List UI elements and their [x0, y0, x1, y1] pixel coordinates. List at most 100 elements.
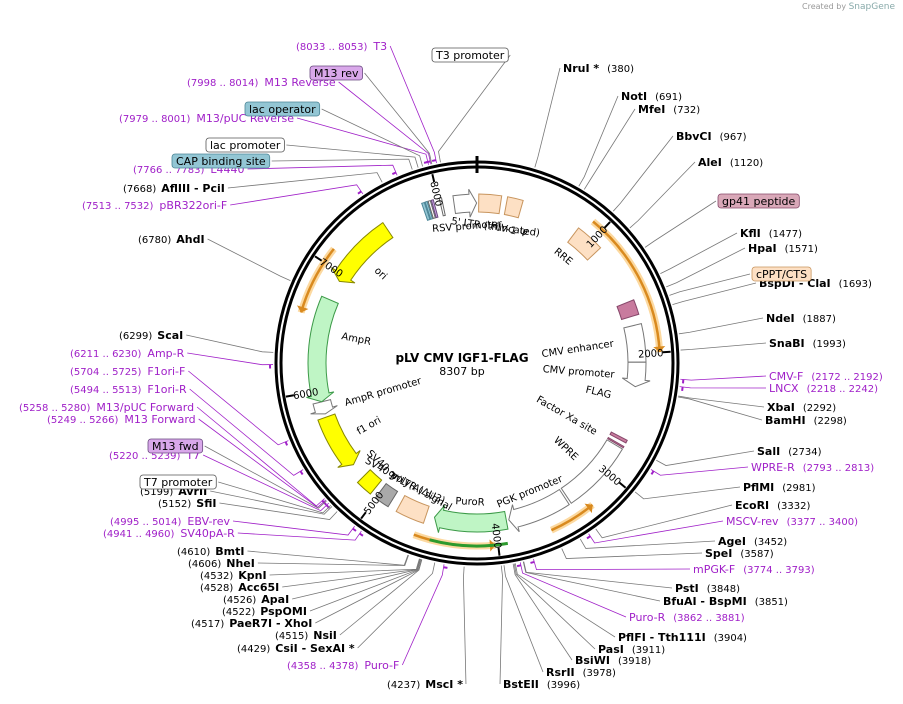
enzyme-site[interactable]: BstEII(3996) — [503, 678, 580, 691]
enzyme-site[interactable]: BamHI(2298) — [765, 414, 847, 427]
primer-site[interactable]: CMV-F(2172 .. 2192) — [769, 370, 883, 383]
enzyme-site[interactable]: AgeI(3452) — [718, 535, 787, 548]
enzyme-site[interactable]: BsiWI(3918) — [575, 654, 651, 667]
primer-site[interactable]: (5494 .. 5513)F1ori-R — [70, 383, 187, 396]
enzyme-site[interactable]: (4526)ApaI — [223, 593, 289, 606]
enzyme-site[interactable]: EcoRI(3332) — [735, 499, 811, 512]
enzyme-site[interactable]: NruI *(380) — [563, 62, 634, 75]
primer-site[interactable]: MSCV-rev(3377 .. 3400) — [726, 515, 858, 528]
misc-feature[interactable] — [430, 199, 439, 219]
enzyme-site[interactable]: AleI(1120) — [698, 156, 763, 169]
primer-site[interactable]: mPGK-F(3774 .. 3793) — [693, 563, 815, 576]
cppt-cts-feature[interactable] — [616, 299, 640, 321]
primer-site[interactable]: (6211 .. 6230)Amp-R — [70, 347, 185, 360]
feature-callout[interactable]: gp41 peptide — [717, 193, 800, 209]
enzyme-site[interactable]: PasI(3911) — [598, 643, 665, 656]
misc-feature[interactable] — [438, 197, 446, 217]
enzyme-position: (967) — [720, 132, 747, 143]
enzyme-position: (3996) — [547, 680, 580, 691]
3-ltr-u3--feature[interactable] — [395, 494, 430, 524]
ampr-promoter-feature[interactable] — [310, 399, 338, 415]
primer-site[interactable]: (5249 .. 5266)M13 Forward — [47, 413, 196, 426]
enzyme-site[interactable]: MfeI(732) — [638, 103, 700, 116]
enzyme-site[interactable]: (4528)Acc65I — [200, 581, 279, 594]
enzyme-site[interactable]: BfuAI - BspMI(3851) — [663, 595, 788, 608]
hiv-1--feature[interactable] — [503, 196, 524, 219]
feature-callout[interactable]: T7 promoter — [139, 474, 217, 490]
primer-site[interactable]: (7513 .. 7532)pBR322ori-F — [82, 199, 227, 212]
callout-box — [171, 153, 271, 169]
enzyme-site[interactable]: (4606)NheI — [188, 557, 255, 570]
enzyme-site[interactable]: (4532)KpnI — [200, 569, 267, 582]
rre-feature[interactable] — [567, 227, 602, 261]
misc-feature[interactable] — [424, 200, 434, 220]
enzyme-site[interactable]: (6299)ScaI — [119, 329, 183, 342]
enzyme-site[interactable]: (4517)PaeR7I - XhoI — [191, 617, 312, 630]
enzyme-site[interactable]: (6780)AhdI — [138, 233, 205, 246]
feature-label: f1 ori — [355, 415, 383, 437]
misc-feature[interactable] — [427, 199, 436, 220]
primer-site[interactable]: LNCX(2218 .. 2242) — [769, 382, 878, 395]
enzyme-site[interactable]: (4522)PspOMI — [222, 605, 307, 618]
enzyme-site[interactable]: (4429)CsiI - SexAI * — [237, 642, 355, 655]
cmv-promoter-feature[interactable] — [621, 361, 651, 388]
enzyme-site[interactable]: XbaI(2292) — [767, 401, 836, 414]
enzyme-site[interactable]: RsrII(3978) — [546, 666, 616, 679]
leader-line — [187, 352, 274, 366]
enzyme-site[interactable]: PflFI - Tth111I(3904) — [618, 631, 747, 644]
leader-line — [579, 538, 716, 549]
sv40-poly-a-signal-feature[interactable] — [374, 482, 399, 508]
enzyme-site[interactable]: PflMI(2981) — [743, 481, 816, 494]
ori-feature[interactable] — [331, 221, 394, 284]
enzyme-site[interactable]: SalI(2734) — [757, 445, 822, 458]
leader-line — [321, 108, 423, 167]
primer-site[interactable]: (8033 .. 8053)T3 — [296, 40, 387, 53]
misc-feature[interactable] — [421, 201, 431, 221]
primer-name: F1ori-F — [147, 365, 185, 378]
enzyme-site[interactable]: SpeI(3587) — [705, 547, 774, 560]
5-ltr-truncated--feature[interactable] — [478, 193, 503, 215]
primer-site[interactable]: (4995 .. 5014)EBV-rev — [110, 515, 230, 528]
leader-line — [188, 370, 289, 446]
wpre-feature[interactable] — [560, 439, 624, 504]
primer-site[interactable]: Puro-R(3862 .. 3881) — [629, 611, 745, 624]
pgk-promoter-feature[interactable] — [508, 488, 570, 533]
primer-site[interactable]: (4941 .. 4960)SV40pA-R — [103, 527, 235, 540]
enzyme-site[interactable]: (4515)NsiI — [275, 629, 337, 642]
primer-site[interactable]: (5258 .. 5280)M13/pUC Forward — [19, 401, 194, 414]
primer-position: (6211 .. 6230) — [70, 349, 142, 360]
ampr-feature[interactable] — [306, 295, 339, 403]
enzyme-site[interactable]: BbvCI(967) — [676, 130, 747, 143]
flag-feature[interactable] — [609, 431, 628, 444]
enzyme-site[interactable]: (7668)AflIII - PciI — [123, 182, 225, 195]
factor-xa-site-feature[interactable] — [606, 436, 625, 449]
enzyme-site[interactable]: (4237)MscI * — [387, 678, 463, 691]
feature-callout[interactable]: CAP binding site — [171, 153, 271, 169]
enzyme-site[interactable]: HpaI(1571) — [748, 242, 818, 255]
feature-callout[interactable]: M13 rev — [309, 65, 363, 81]
feature-callout[interactable]: cPPT/CTS — [751, 266, 812, 282]
rsv-promoter-feature[interactable] — [452, 188, 478, 218]
f1-ori-feature[interactable] — [317, 413, 361, 468]
feature-callout[interactable]: T3 promoter — [431, 47, 509, 63]
enzyme-site[interactable]: PstI(3848) — [675, 582, 740, 595]
enzyme-site[interactable]: NotI(691) — [621, 90, 682, 103]
primer-site[interactable]: (4358 .. 4378)Puro-F — [287, 659, 399, 672]
leader-line — [286, 144, 419, 168]
enzyme-site[interactable]: KflI(1477) — [740, 227, 802, 240]
enzyme-site[interactable]: (5152)SfiI — [158, 497, 216, 510]
leader-line — [533, 558, 691, 571]
feature-callout[interactable]: lac promoter — [205, 137, 285, 153]
puror-feature[interactable] — [433, 505, 509, 533]
enzyme-site[interactable]: (4610)BmtI — [177, 545, 244, 558]
leader-line — [202, 454, 330, 512]
feature-callout[interactable]: M13 fwd — [147, 438, 204, 454]
primer-position: (8033 .. 8053) — [296, 42, 368, 53]
enzyme-site[interactable]: NdeI(1887) — [766, 312, 836, 325]
sv40-ori-feature[interactable] — [356, 469, 383, 495]
primer-site[interactable]: WPRE-R(2793 .. 2813) — [751, 461, 874, 474]
feature-callout[interactable]: lac operator — [244, 101, 321, 117]
leader-line — [499, 565, 503, 685]
primer-site[interactable]: (5704 .. 5725)F1ori-F — [70, 365, 185, 378]
enzyme-site[interactable]: SnaBI(1993) — [769, 337, 846, 350]
